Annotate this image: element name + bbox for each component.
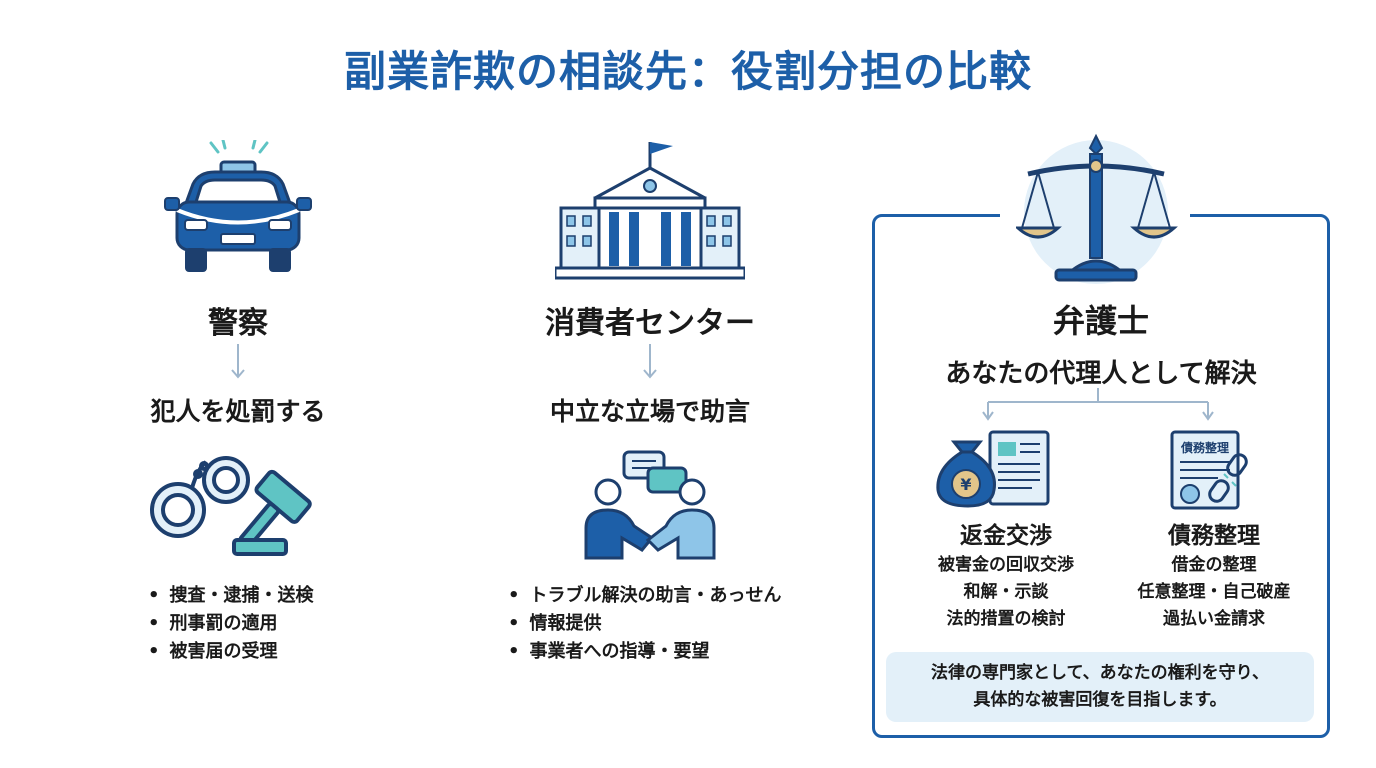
lawyer-note-box: 法律の専門家として、あなたの権利を守り、 具体的な被害回復を目指します。 bbox=[886, 652, 1314, 722]
doc-label: 債務整理 bbox=[1180, 440, 1229, 455]
consumer-center-column: 消費者センター 中立な立場で助言 トラブル解決の助言・あっせん 情報提供 事業者… bbox=[470, 0, 830, 768]
list-item: 被害金の回収交渉 bbox=[938, 555, 1074, 575]
list-item: 事業者への指導・要望 bbox=[508, 638, 782, 666]
handcuffs-gavel-icon bbox=[150, 456, 312, 556]
note-line: 具体的な被害回復を目指します。 bbox=[973, 690, 1227, 710]
police-car-icon bbox=[164, 140, 312, 272]
list-item: 被害届の受理 bbox=[148, 638, 314, 666]
page-title: 副業詐欺の相談先：役割分担の比較 bbox=[343, 47, 1032, 96]
debt-consolidation-title: 債務整理 bbox=[1168, 523, 1260, 549]
arrow-down-icon bbox=[643, 344, 657, 379]
handshake-icon bbox=[584, 450, 716, 560]
police-column: 警察 犯人を処罰する 捜査・逮捕・送検 刑事罰の適用 被害届の受理 bbox=[68, 0, 408, 768]
lawyer-subtitle: あなたの代理人として解決 bbox=[945, 359, 1257, 389]
arrow-down-icon bbox=[231, 344, 245, 379]
list-item: 借金の整理 bbox=[1171, 555, 1257, 575]
government-building-icon bbox=[555, 142, 745, 280]
list-item: 過払い金請求 bbox=[1163, 609, 1265, 629]
note-line: 法律の専門家として、あなたの権利を守り、 bbox=[931, 663, 1269, 683]
list-item: 捜査・逮捕・送検 bbox=[148, 582, 314, 610]
list-item: 任意整理・自己破産 bbox=[1137, 582, 1291, 602]
consumer-center-title: 消費者センター bbox=[545, 306, 755, 341]
yen-symbol: ¥ bbox=[960, 475, 971, 494]
debt-document-broken-chain-icon: 債務整理 bbox=[1170, 430, 1248, 510]
list-item: トラブル解決の助言・あっせん bbox=[508, 582, 782, 610]
police-subtitle: 犯人を処罰する bbox=[150, 397, 326, 426]
list-item: 和解・示談 bbox=[963, 582, 1049, 602]
lawyer-title: 弁護士 bbox=[1052, 302, 1149, 340]
police-title: 警察 bbox=[208, 306, 268, 341]
list-item: 刑事罰の適用 bbox=[148, 610, 314, 638]
list-item: 法的措置の検討 bbox=[946, 609, 1066, 629]
consumer-center-subtitle: 中立な立場で助言 bbox=[549, 397, 750, 426]
refund-negotiation-title: 返金交渉 bbox=[960, 523, 1052, 549]
scales-of-justice-icon bbox=[1016, 133, 1178, 284]
money-bag-document-icon: ¥ bbox=[936, 430, 1050, 508]
police-bullet-list: 捜査・逮捕・送検 刑事罰の適用 被害届の受理 bbox=[148, 582, 314, 666]
list-item: 情報提供 bbox=[508, 610, 782, 638]
consumer-center-bullet-list: トラブル解決の助言・あっせん 情報提供 事業者への指導・要望 bbox=[508, 582, 782, 666]
branch-arrow-icon bbox=[982, 388, 1214, 421]
